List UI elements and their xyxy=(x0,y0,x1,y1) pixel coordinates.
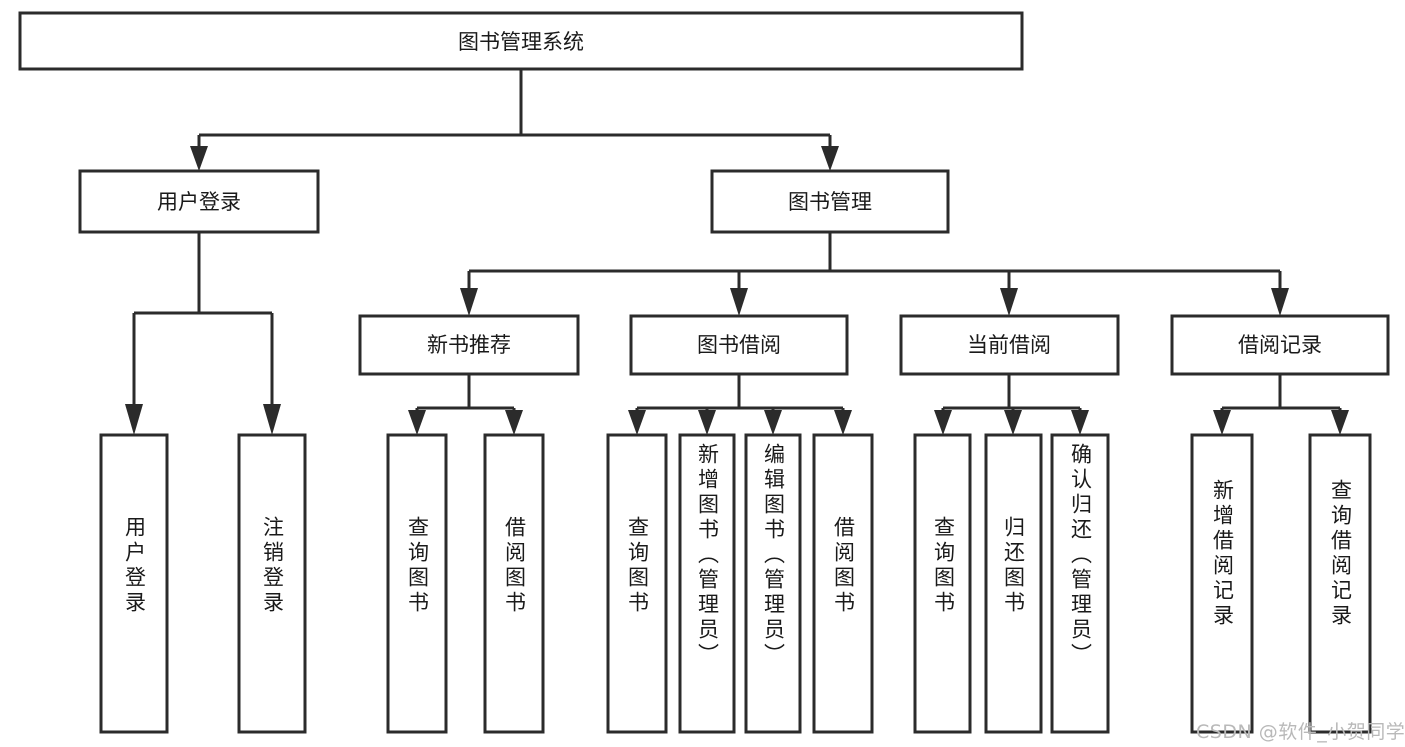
arrow-head-leaf-edit-book-admin xyxy=(764,410,782,435)
node-new-book-recommend[interactable]: 新书推荐 xyxy=(358,314,580,376)
arrow-head-leaf-confirm-return-admin xyxy=(1071,410,1089,435)
arrow-head-leaf-query-book-borrow xyxy=(628,410,646,435)
node-user-login[interactable]: 用户登录 xyxy=(78,169,320,234)
arrow-head-book-borrow xyxy=(730,288,748,316)
node-book-management-box[interactable] xyxy=(710,169,950,234)
node-user-login-box[interactable] xyxy=(78,169,320,234)
connector-group-user-login xyxy=(125,232,281,435)
node-book-management-label: 图书管理 xyxy=(788,190,872,214)
connector-group-root xyxy=(190,69,839,171)
leaf-borrow-book-box[interactable] xyxy=(812,433,874,734)
leaf-query-book-cur-box[interactable] xyxy=(913,433,972,734)
arrow-head-leaf-borrow-book-rec xyxy=(505,410,523,435)
arrow-head-current-borrow xyxy=(1000,288,1018,316)
connector-group-book-borrow xyxy=(628,374,852,435)
connector-group-current-borrow xyxy=(934,374,1089,435)
leaf-query-borrow-record-box[interactable] xyxy=(1308,433,1372,734)
leaf-boxes xyxy=(99,433,1372,734)
arrow-head-leaf-logout-login xyxy=(263,404,281,435)
node-book-borrow-label: 图书借阅 xyxy=(697,333,781,357)
arrow-head-leaf-return-book xyxy=(1004,410,1022,435)
leaf-edit-book-admin-box[interactable] xyxy=(744,433,802,734)
node-book-management[interactable]: 图书管理 xyxy=(710,169,950,234)
connector-group-borrow-record xyxy=(1213,374,1349,435)
node-current-borrow[interactable]: 当前借阅 xyxy=(899,314,1120,376)
node-borrow-record-label: 借阅记录 xyxy=(1238,333,1322,357)
arrow-head-leaf-query-book-cur xyxy=(934,410,952,435)
arrow-head-leaf-user-login xyxy=(125,404,143,435)
node-borrow-record[interactable]: 借阅记录 xyxy=(1170,314,1390,376)
arrow-head-leaf-query-book-rec xyxy=(408,410,426,435)
arrow-head-leaf-borrow-book xyxy=(834,410,852,435)
node-root-box[interactable] xyxy=(18,11,1024,71)
leaf-return-book-box[interactable] xyxy=(984,433,1043,734)
leaf-add-borrow-record-box[interactable] xyxy=(1190,433,1254,734)
node-book-borrow[interactable]: 图书借阅 xyxy=(629,314,849,376)
connector-group-new-book-recommend xyxy=(408,374,523,435)
leaf-query-book-borrow-box[interactable] xyxy=(606,433,668,734)
node-new-book-recommend-label: 新书推荐 xyxy=(427,333,511,357)
arrow-head-leaf-add-book-admin xyxy=(698,410,716,435)
arrow-head-user-login xyxy=(190,146,208,171)
leaf-confirm-return-admin-box[interactable] xyxy=(1050,433,1110,734)
node-current-borrow-label: 当前借阅 xyxy=(967,333,1051,357)
connector-group-book-management xyxy=(460,232,1289,316)
arrow-head-borrow-record xyxy=(1271,288,1289,316)
node-new-book-recommend-box[interactable] xyxy=(358,314,580,376)
csdn-watermark: CSDN @软件_小贺同学 xyxy=(1196,721,1405,743)
node-current-borrow-box[interactable] xyxy=(899,314,1120,376)
node-borrow-record-box[interactable] xyxy=(1170,314,1390,376)
arrow-head-new-book-recommend xyxy=(460,288,478,316)
leaf-user-login-box[interactable] xyxy=(99,433,169,734)
node-user-login-label: 用户登录 xyxy=(157,190,241,214)
arrow-head-leaf-add-borrow-record xyxy=(1213,410,1231,435)
leaf-add-book-admin-box[interactable] xyxy=(678,433,736,734)
node-root[interactable]: 图书管理系统 xyxy=(18,11,1024,71)
arrow-head-leaf-query-borrow-record xyxy=(1331,410,1349,435)
arrow-head-book-management xyxy=(821,146,839,171)
leaf-query-book-rec-box[interactable] xyxy=(386,433,448,734)
leaf-logout-login-box[interactable] xyxy=(237,433,307,734)
node-book-borrow-box[interactable] xyxy=(629,314,849,376)
node-root-label: 图书管理系统 xyxy=(458,30,584,54)
leaf-borrow-book-rec-box[interactable] xyxy=(483,433,545,734)
